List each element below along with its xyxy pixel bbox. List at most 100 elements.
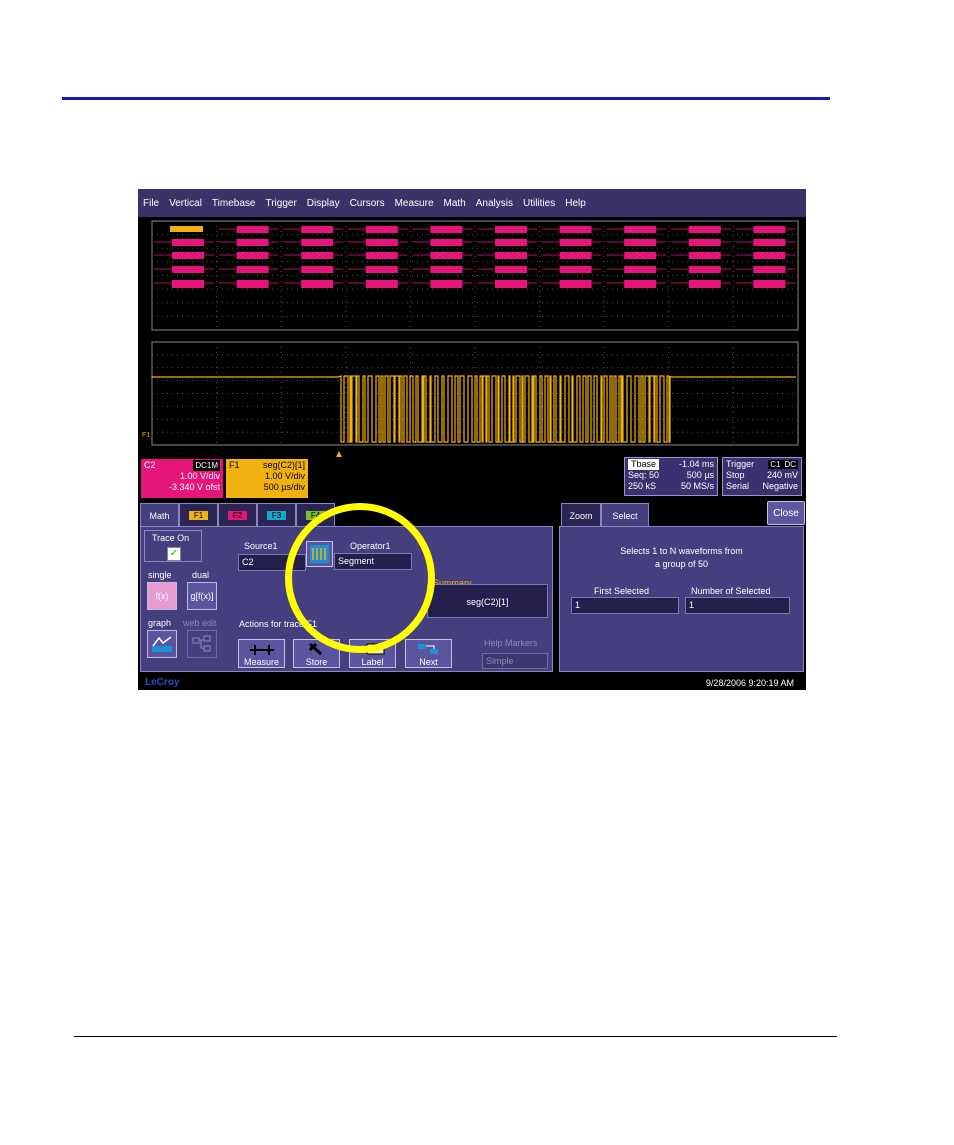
segment-burst [688, 266, 721, 273]
segment-burst [430, 252, 463, 259]
measure-button-label: Measure [243, 657, 279, 667]
tab-zoom[interactable]: Zoom [561, 503, 601, 527]
segment-burst [365, 266, 398, 273]
segment-burst [365, 239, 398, 246]
menu-help[interactable]: Help [565, 197, 586, 209]
trigger-coupling-badge: DC [782, 460, 798, 469]
store-icon [308, 642, 322, 655]
menu-trigger[interactable]: Trigger [265, 197, 297, 209]
segment-burst [430, 239, 463, 246]
summary-label: Summary [433, 578, 472, 588]
menu-bar: File Vertical Timebase Trigger Display C… [138, 189, 806, 217]
tab-zoom-label: Zoom [569, 510, 593, 521]
tab-math[interactable]: Math [140, 503, 179, 528]
number-selected-field[interactable]: 1 [685, 597, 790, 614]
web-edit-button[interactable] [187, 630, 217, 658]
operator1-label: Operator1 [350, 541, 391, 551]
segment-burst [236, 226, 269, 233]
trigger-level: 240 mV [766, 470, 798, 480]
graph-icon [152, 636, 172, 652]
c2-vdiv: 1.00 V/div [179, 471, 220, 481]
c2-coupling-badge: DC1M [193, 460, 220, 471]
close-button[interactable]: Close [767, 501, 805, 525]
menu-cursors[interactable]: Cursors [349, 197, 385, 209]
menu-analysis[interactable]: Analysis [475, 197, 513, 209]
next-button[interactable]: Next [405, 639, 452, 668]
store-button-label: Store [305, 657, 328, 667]
tbase-label: Tbase [628, 459, 660, 470]
single-function-button[interactable]: f(x) [147, 582, 177, 610]
first-selected-label: First Selected [594, 586, 650, 596]
source1-field[interactable]: C2 [238, 554, 306, 571]
first-selected-field[interactable]: 1 [571, 597, 679, 614]
tab-select[interactable]: Select [601, 503, 649, 528]
segment-burst [495, 239, 527, 246]
menu-measure[interactable]: Measure [394, 197, 434, 209]
segment-burst [624, 252, 657, 259]
segment-burst [753, 266, 786, 273]
tab-f4-label: F4 [305, 511, 326, 520]
f1-name: F1 [229, 460, 240, 470]
store-button[interactable]: Store [293, 639, 340, 668]
f1-waveform-trace [151, 375, 796, 443]
c2-name: C2 [144, 460, 156, 470]
dual-label: dual [192, 570, 210, 580]
oscilloscope-screenshot: File Vertical Timebase Trigger Display C… [138, 189, 806, 690]
help-markers-field[interactable]: Simple [482, 653, 548, 669]
tab-f1[interactable]: F1 [179, 503, 218, 527]
label-button[interactable]: Label [349, 639, 396, 668]
trigger-slope: Negative [762, 481, 798, 491]
segment-burst [753, 252, 786, 259]
tab-f3[interactable]: F3 [257, 503, 296, 527]
segment-burst [365, 252, 398, 259]
top-rule [62, 97, 830, 100]
segment-operator-icon[interactable] [306, 541, 333, 567]
waveform-display[interactable] [138, 189, 806, 459]
lecroy-logo: LeCroy [145, 677, 180, 688]
segment-burst [559, 266, 592, 273]
trace-on-toggle[interactable]: Trace On ✓ [144, 530, 202, 562]
menu-display[interactable]: Display [306, 197, 340, 209]
segment-burst [236, 280, 269, 288]
next-button-label: Next [419, 657, 438, 667]
tab-f4[interactable]: F4 [296, 503, 335, 527]
menu-vertical[interactable]: Vertical [169, 197, 202, 209]
segment-burst [236, 239, 269, 246]
tab-f2[interactable]: F2 [218, 503, 257, 527]
segment-burst [495, 226, 527, 233]
trigger-mode: Stop [726, 470, 745, 480]
segment-burst [688, 280, 721, 288]
dual-function-button-label: g[f(x)] [190, 591, 214, 601]
bottom-rule [74, 1036, 837, 1037]
select-description-line2: a group of 50 [654, 559, 709, 569]
menu-utilities[interactable]: Utilities [522, 197, 556, 209]
f1-trace-marker: F1 [142, 432, 151, 439]
select-description-line1: Selects 1 to N waveforms from [620, 546, 743, 556]
tbase-seq: Seq: 50 [628, 470, 660, 480]
menu-math[interactable]: Math [443, 197, 466, 209]
segment-burst [495, 252, 527, 259]
segment-burst [559, 239, 592, 246]
trigger-channel-badge: C1 [768, 460, 783, 469]
measure-icon [249, 644, 274, 655]
segment-burst [236, 252, 269, 259]
menu-timebase[interactable]: Timebase [211, 197, 256, 209]
segment-burst [301, 226, 334, 233]
operator1-field[interactable]: Segment [334, 553, 412, 570]
web-edit-icon [192, 635, 211, 652]
segment-burst [624, 280, 657, 288]
trace-on-checkbox[interactable]: ✓ [167, 547, 181, 561]
dual-function-button[interactable]: g[f(x)] [187, 582, 217, 610]
segment-burst [688, 226, 721, 233]
tab-f2-label: F2 [227, 511, 248, 520]
segment-burst [236, 266, 269, 273]
tab-f1-label: F1 [188, 511, 209, 520]
graph-function-button[interactable] [147, 630, 177, 658]
menu-file[interactable]: File [143, 197, 160, 209]
measure-button[interactable]: Measure [238, 639, 285, 668]
next-icon [417, 643, 438, 654]
